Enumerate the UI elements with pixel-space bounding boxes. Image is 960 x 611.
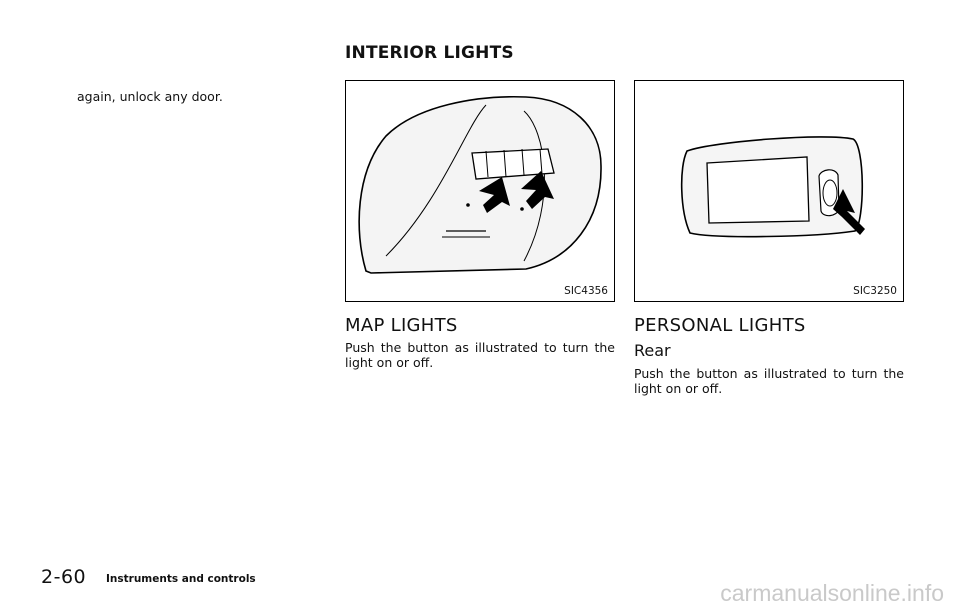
rear-subheading: Rear <box>634 341 671 360</box>
figure-code: SIC3250 <box>853 285 897 297</box>
watermark: carmanualsonline.info <box>720 580 944 606</box>
map-lights-body: Push the button as illustrated to turn t… <box>345 340 615 370</box>
figure-code: SIC4356 <box>564 285 608 297</box>
map-lights-heading: MAP LIGHTS <box>345 315 458 336</box>
personal-light-illustration <box>680 136 865 238</box>
section-title: INTERIOR LIGHTS <box>345 43 514 63</box>
personal-lights-body: Push the button as illustrated to turn t… <box>634 366 904 396</box>
continued-text: again, unlock any door. <box>77 89 223 104</box>
personal-lights-figure: SIC3250 <box>634 80 904 302</box>
map-lights-figure: SIC4356 <box>345 80 615 302</box>
map-light-illustration <box>358 95 602 274</box>
chapter-title: Instruments and controls <box>106 573 256 585</box>
page-number: 2-60 <box>41 566 87 588</box>
personal-lights-heading: PERSONAL LIGHTS <box>634 315 806 336</box>
